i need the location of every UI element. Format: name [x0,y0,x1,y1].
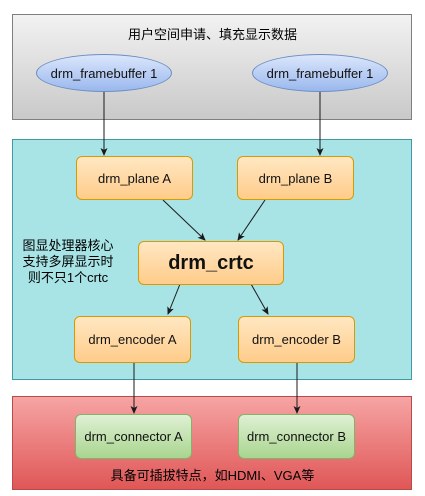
connector-a-node: drm_connector A [75,414,192,459]
side-note-line-1: 图显处理器核心 [22,238,114,253]
arrow-plane-a-to-crtc [162,199,206,241]
user-space-title: 用户空间申请、填充显示数据 [127,27,297,42]
framebuffer-2-node: drm_framebuffer 1 [252,54,388,92]
crtc-side-note: 图显处理器核心 支持多屏显示时 则不只1个crtc [18,238,118,286]
plane-b-node: drm_plane B [237,156,354,200]
output-caption: 具备可插拔特点，如HDMI、VGA等 [110,468,315,483]
crtc-node: drm_crtc [138,241,284,285]
encoder-a-node: drm_encoder A [74,316,191,363]
arrow-crtc-to-encoder-b [250,283,269,315]
side-note-line-3: 则不只1个crtc [27,270,109,285]
connector-b-node: drm_connector B [238,414,355,459]
encoder-b-node: drm_encoder B [238,316,355,363]
framebuffer-1-node: drm_framebuffer 1 [36,54,172,92]
plane-a-node: drm_plane A [76,156,193,200]
side-note-line-2: 支持多屏显示时 [22,254,114,269]
arrow-crtc-to-encoder-a [167,283,181,315]
arrow-plane-b-to-crtc [237,199,266,241]
